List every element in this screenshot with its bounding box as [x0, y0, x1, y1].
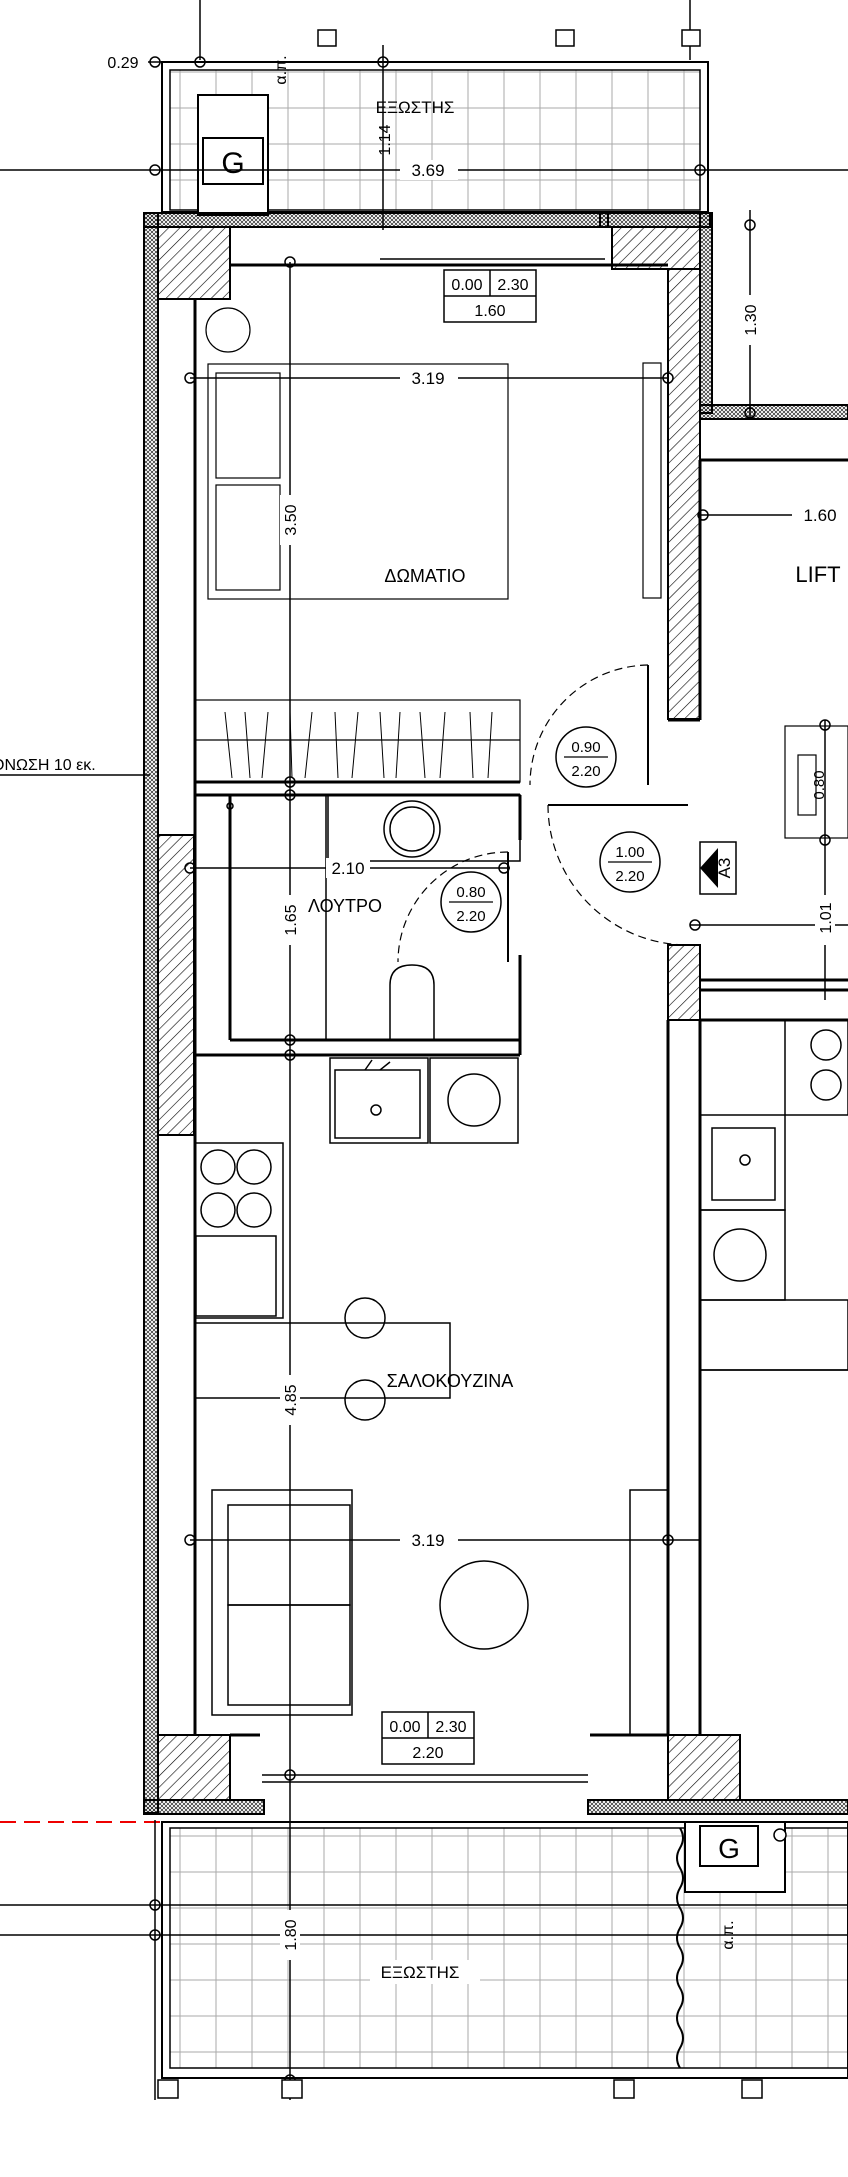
dim-bedroom-width: 3.19 — [411, 369, 444, 388]
door-entrance-height: 2.20 — [615, 868, 644, 885]
dim-bathroom-width: 2.10 — [331, 859, 364, 878]
structural-columns — [157, 226, 741, 1801]
door-tag-bedroom: 0.90 2.20 — [555, 726, 617, 788]
window-top-head: 2.30 — [497, 277, 528, 294]
dim-living-width: 3.19 — [411, 1531, 444, 1550]
balcony-bottom-label: ΕΞΩΣΤΗΣ — [381, 1963, 460, 1982]
balcony-bottom: ΕΞΩΣΤΗΣ — [0, 1785, 848, 2100]
window-top-width: 1.60 — [474, 303, 505, 320]
door-swings — [397, 664, 689, 963]
kitchen-fixtures — [194, 1057, 519, 1421]
dim-living-length: 4.85 — [283, 1384, 300, 1415]
shaft-bottom-label: α.π. — [720, 1920, 737, 1949]
section-mark-label: Α3 — [715, 858, 734, 879]
window-bottom — [262, 1774, 588, 1783]
window-top-sill: 0.00 — [451, 277, 482, 294]
window-bottom-sill: 0.00 — [389, 1719, 420, 1736]
section-mark: Α3 — [699, 841, 737, 895]
door-bedroom-width: 0.90 — [571, 739, 600, 756]
bathroom-label: ΛΟΥΤΡΟ — [308, 896, 382, 916]
bedroom-label: ΔΩΜΑΤΙΟ — [384, 566, 465, 586]
window-bottom-width: 2.20 — [412, 1745, 443, 1762]
bedroom-dims — [184, 256, 674, 1785]
dim-bathroom-length: 1.65 — [283, 904, 300, 935]
insulation-note: ΟΝΩΣΗ 10 εκ. — [0, 757, 96, 774]
window-top — [380, 258, 605, 266]
boiler-top-label: G — [221, 147, 244, 180]
door-bathroom-width: 0.80 — [456, 884, 485, 901]
bathroom-fixtures — [226, 794, 521, 1040]
interior-walls — [193, 263, 848, 1737]
door-leaves — [507, 665, 688, 962]
dim-lift-door-width: 0.80 — [811, 770, 828, 799]
dim-right-offset: 1.30 — [743, 304, 760, 335]
exterior-wall — [143, 212, 848, 1815]
boiler-bottom-label: G — [718, 1833, 740, 1864]
dim-corridor-length: 1.01 — [818, 902, 835, 933]
door-bathroom-height: 2.20 — [456, 908, 485, 925]
dim-balcony-depth-top: 1.14 — [377, 124, 394, 155]
door-entrance-width: 1.00 — [615, 844, 644, 861]
dim-lift-width: 1.60 — [803, 506, 836, 525]
balcony-top-label: ΕΞΩΣΤΗΣ — [376, 98, 455, 117]
dim-bedroom-length: 3.50 — [283, 504, 300, 535]
door-tag-entrance: 1.00 2.20 — [599, 831, 661, 893]
living-kitchen-label: ΣΑΛΟΚΟΥΖΙΝΑ — [387, 1371, 514, 1391]
dim-balcony-depth-bottom: 1.80 — [283, 1919, 300, 1950]
boiler-bottom: G α.π. — [684, 1821, 787, 1950]
window-spec-bottom: 0.00 2.30 2.20 — [381, 1711, 475, 1765]
dim-top-margin: 0.29 — [107, 55, 138, 72]
boiler-top: G α.π. — [197, 55, 290, 216]
neighbor-kitchen — [699, 1019, 848, 1371]
lift-label: LIFT — [795, 562, 840, 587]
lift-door — [784, 725, 848, 839]
living-furniture — [211, 1489, 669, 1736]
door-tag-bathroom: 0.80 2.20 — [440, 871, 502, 933]
window-bottom-head: 2.30 — [435, 1719, 466, 1736]
shaft-top-label: α.π. — [273, 55, 290, 84]
dim-balcony-width-top: 3.69 — [411, 161, 444, 180]
door-bedroom-height: 2.20 — [571, 763, 600, 780]
window-spec-top: 0.00 2.30 1.60 — [443, 269, 537, 323]
